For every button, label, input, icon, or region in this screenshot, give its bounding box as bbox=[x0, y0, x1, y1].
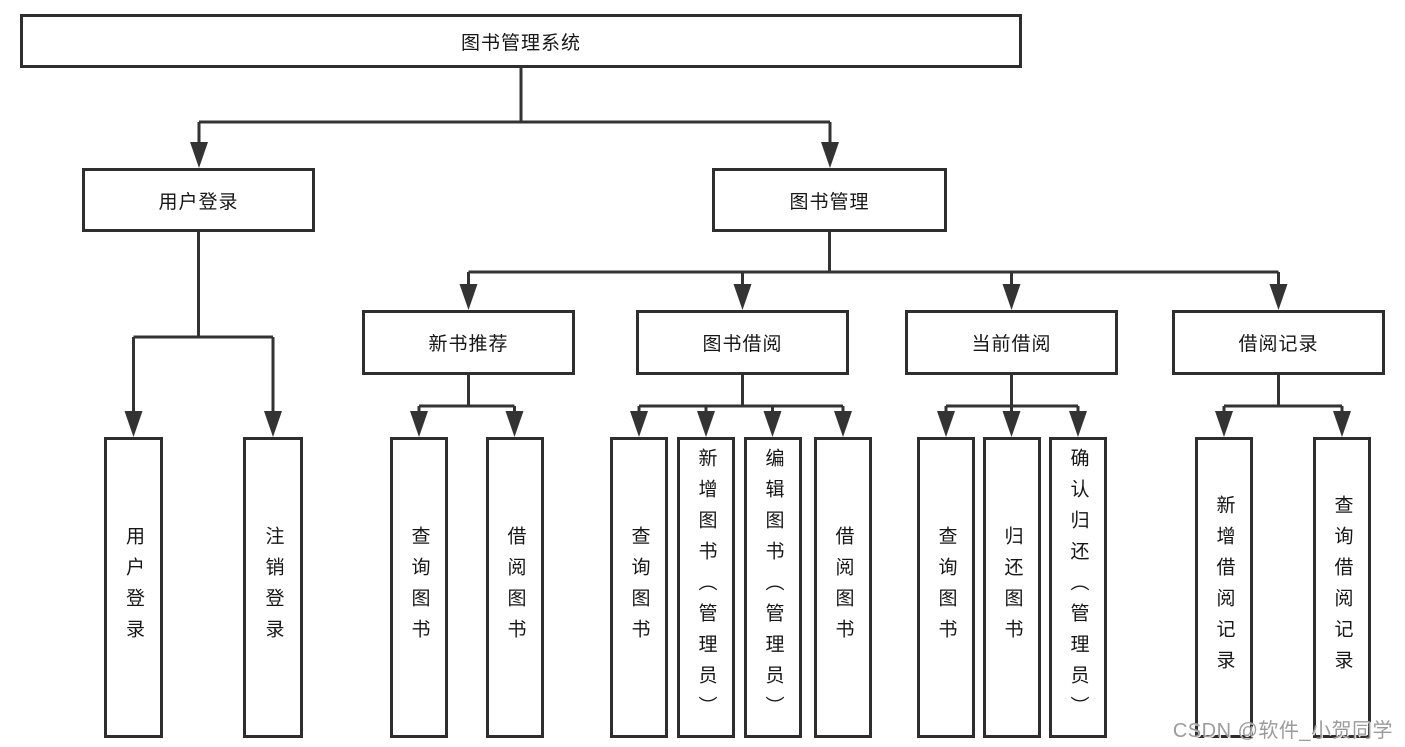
node-label: 查询借阅记录 bbox=[1331, 494, 1353, 681]
node-label: 查询图书 bbox=[935, 525, 957, 650]
arrow-down-icon bbox=[1069, 411, 1087, 437]
node-label: 借阅图书 bbox=[832, 525, 854, 650]
node-borrowing-records: 借阅记录 bbox=[1172, 310, 1385, 375]
node-label: 借阅图书 bbox=[504, 525, 526, 650]
node-leaf-query-books-2: 查询图书 bbox=[610, 437, 668, 738]
arrow-down-icon bbox=[630, 411, 648, 437]
node-current-borrowing: 当前借阅 bbox=[905, 310, 1118, 375]
node-book-management-group: 图书管理 bbox=[712, 168, 947, 232]
node-leaf-borrow-books-1: 借阅图书 bbox=[486, 437, 544, 738]
arrow-down-icon bbox=[763, 411, 782, 437]
node-label: 图书管理系统 bbox=[460, 32, 581, 54]
node-leaf-user-login: 用户登录 bbox=[104, 437, 163, 738]
node-user-login-group: 用户登录 bbox=[82, 168, 315, 232]
arrow-down-icon bbox=[459, 284, 478, 310]
arrow-down-icon bbox=[697, 411, 715, 437]
node-label: 新增借阅记录 bbox=[1213, 494, 1235, 681]
arrow-down-icon bbox=[834, 411, 852, 437]
arrow-down-icon bbox=[733, 284, 752, 310]
node-label: 查询图书 bbox=[408, 525, 430, 650]
arrow-down-icon bbox=[1269, 284, 1288, 310]
node-label: 归还图书 bbox=[1001, 525, 1023, 650]
node-label: 借阅记录 bbox=[1238, 334, 1319, 355]
arrow-down-icon bbox=[1002, 284, 1021, 310]
node-leaf-query-borrow-record: 查询借阅记录 bbox=[1313, 437, 1371, 738]
node-label: 图书借阅 bbox=[702, 334, 783, 355]
node-new-book-recommend: 新书推荐 bbox=[362, 310, 575, 375]
node-label: 新书推荐 bbox=[428, 334, 509, 355]
connector-lines bbox=[132, 68, 1344, 413]
arrow-down-icon bbox=[190, 142, 208, 168]
arrow-down-icon bbox=[505, 411, 524, 437]
arrow-down-icon bbox=[1215, 411, 1233, 437]
node-label: 注销登录 bbox=[262, 525, 284, 650]
node-label: 编辑图书（管理员） bbox=[762, 448, 784, 727]
arrow-down-icon bbox=[124, 411, 143, 437]
arrow-down-icon bbox=[1002, 411, 1021, 437]
arrow-down-icon bbox=[937, 411, 955, 437]
arrowheads bbox=[124, 142, 1351, 437]
node-label: 确认归还（管理员） bbox=[1067, 448, 1089, 727]
csdn-watermark: CSDN @软件_小贺同学 bbox=[1172, 720, 1393, 742]
arrow-down-icon bbox=[264, 411, 282, 437]
node-leaf-return-books: 归还图书 bbox=[983, 437, 1041, 738]
node-label: 用户登录 bbox=[158, 191, 239, 213]
node-label: 当前借阅 bbox=[971, 334, 1052, 355]
arrow-down-icon bbox=[410, 411, 428, 437]
arrow-down-icon bbox=[821, 142, 839, 168]
node-root-system: 图书管理系统 bbox=[20, 14, 1022, 68]
node-label: 新增图书（管理员） bbox=[695, 448, 717, 727]
arrow-down-icon bbox=[1333, 411, 1351, 437]
node-leaf-query-books-3: 查询图书 bbox=[917, 437, 975, 738]
node-label: 图书管理 bbox=[789, 191, 870, 213]
node-label: 查询图书 bbox=[628, 525, 650, 650]
node-book-borrowing: 图书借阅 bbox=[636, 310, 849, 375]
node-leaf-edit-books-admin: 编辑图书（管理员） bbox=[744, 437, 802, 738]
node-leaf-borrow-books-2: 借阅图书 bbox=[814, 437, 872, 738]
node-leaf-logout: 注销登录 bbox=[243, 437, 303, 738]
node-label: 用户登录 bbox=[123, 525, 144, 650]
node-leaf-confirm-return-admin: 确认归还（管理员） bbox=[1049, 437, 1107, 738]
node-leaf-add-books-admin: 新增图书（管理员） bbox=[677, 437, 735, 738]
node-leaf-add-borrow-record: 新增借阅记录 bbox=[1195, 437, 1253, 738]
node-leaf-query-books-1: 查询图书 bbox=[390, 437, 448, 738]
